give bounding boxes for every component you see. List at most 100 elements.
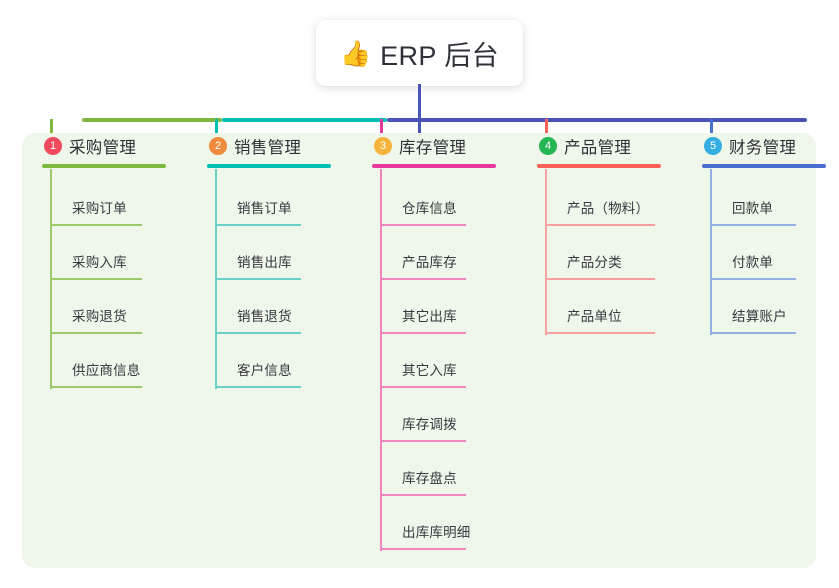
branch-underline	[42, 164, 166, 168]
branch-item-list: 销售订单销售出库销售退货客户信息	[207, 168, 357, 388]
branch-underline	[207, 164, 331, 168]
branch-item[interactable]: 库存调拨	[372, 388, 527, 442]
branch-title: 采购管理	[69, 139, 137, 157]
branch-item-label: 销售退货	[237, 309, 292, 324]
branch-item-label: 供应商信息	[72, 363, 141, 378]
branch-column-4: 4 产品管理产品（物料） 产品分类产品单位	[537, 133, 697, 335]
bus-segment-3	[387, 118, 807, 122]
branch-header-4[interactable]: 4 产品管理	[537, 133, 697, 159]
branch-number-badge: 2	[209, 137, 227, 155]
branch-item-underline	[710, 278, 796, 280]
branch-item[interactable]: 产品库存	[372, 226, 527, 280]
branch-number-badge: 5	[704, 137, 722, 155]
branch-item-list: 回款单付款单结算账户	[702, 168, 839, 334]
drop-connector-5	[710, 119, 713, 143]
branch-item-label: 其它出库	[402, 309, 457, 324]
root-node-card[interactable]: 👍 ERP 后台	[316, 20, 523, 86]
bus-segment-1	[82, 118, 222, 122]
branch-header-3[interactable]: 3 库存管理	[372, 133, 527, 159]
branch-spine	[380, 169, 382, 551]
branch-title: 产品管理	[564, 139, 632, 157]
branch-title: 销售管理	[234, 139, 302, 157]
branch-item[interactable]: 其它出库	[372, 280, 527, 334]
branch-column-2: 2 销售管理销售订单销售出库销售退货客户信息	[207, 133, 357, 389]
branch-item[interactable]: 销售订单	[207, 172, 357, 226]
branch-number-badge: 1	[44, 137, 62, 155]
branch-item-label: 仓库信息	[402, 201, 457, 216]
drop-connector-1	[50, 119, 53, 143]
branch-number-badge: 4	[539, 137, 557, 155]
branch-item-underline	[380, 224, 466, 226]
branch-title: 库存管理	[399, 139, 467, 157]
branch-underline	[537, 164, 661, 168]
branch-item-label: 销售出库	[237, 255, 292, 270]
branch-item-label: 采购订单	[72, 201, 127, 216]
branch-item[interactable]: 产品单位	[537, 280, 697, 334]
branch-column-5: 5 财务管理回款单付款单结算账户	[702, 133, 839, 335]
branch-header-5[interactable]: 5 财务管理	[702, 133, 839, 159]
branch-item[interactable]: 付款单	[702, 226, 839, 280]
branch-item-underline	[380, 494, 466, 496]
branch-item[interactable]: 出库库明细	[372, 496, 527, 550]
branch-number-badge: 3	[374, 137, 392, 155]
branch-item[interactable]: 销售出库	[207, 226, 357, 280]
branch-item-underline	[50, 278, 142, 280]
branch-item-label: 回款单	[732, 201, 774, 216]
branch-item[interactable]: 库存盘点	[372, 442, 527, 496]
branch-title: 财务管理	[729, 139, 797, 157]
branch-header-1[interactable]: 1 采购管理	[42, 133, 192, 159]
drop-connector-2	[215, 119, 218, 143]
branch-item[interactable]: 产品（物料）	[537, 172, 697, 226]
branch-item-label: 出库库明细	[402, 525, 471, 540]
branch-item-label: 库存调拨	[402, 417, 457, 432]
branch-item-label: 产品单位	[567, 309, 622, 324]
branch-item-label: 采购退货	[72, 309, 127, 324]
branch-item[interactable]: 供应商信息	[42, 334, 192, 388]
branch-item-label: 产品分类	[567, 255, 622, 270]
branch-item[interactable]: 回款单	[702, 172, 839, 226]
branch-item-underline	[380, 440, 466, 442]
branch-item[interactable]: 采购退货	[42, 280, 192, 334]
branch-item-label: 产品（物料）	[567, 201, 650, 216]
branch-item-list: 采购订单采购入库采购退货供应商信息	[42, 168, 192, 388]
branch-item-underline	[50, 386, 142, 388]
branch-item[interactable]: 产品分类	[537, 226, 697, 280]
branch-column-3: 3 库存管理仓库信息产品库存其它出库其它入库库存调拨库存盘点出库库明细	[372, 133, 527, 551]
branch-item-label: 采购入库	[72, 255, 127, 270]
root-node-title: ERP 后台	[380, 40, 500, 71]
branch-item[interactable]: 采购订单	[42, 172, 192, 226]
branch-spine	[50, 169, 52, 389]
drop-connector-3	[380, 119, 383, 143]
branch-item-list: 产品（物料） 产品分类产品单位	[537, 168, 697, 334]
branch-item[interactable]: 其它入库	[372, 334, 527, 388]
branch-item-underline	[380, 548, 466, 550]
branch-item-underline	[215, 332, 301, 334]
branch-spine	[545, 169, 547, 335]
branch-item-underline	[710, 224, 796, 226]
branch-item-underline	[380, 386, 466, 388]
branch-item[interactable]: 销售退货	[207, 280, 357, 334]
branch-underline	[702, 164, 826, 168]
branch-spine	[215, 169, 217, 389]
branch-spine	[710, 169, 712, 335]
branches-panel: 1 采购管理采购订单采购入库采购退货供应商信息 2 销售管理销售订单销售出库销售退货客…	[22, 133, 826, 568]
branch-item[interactable]: 结算账户	[702, 280, 839, 334]
branch-item-label: 付款单	[732, 255, 774, 270]
branch-item[interactable]: 客户信息	[207, 334, 357, 388]
trunk-connector	[418, 84, 421, 133]
branch-item-underline	[380, 278, 466, 280]
branch-item-label: 库存盘点	[402, 471, 457, 486]
branch-column-1: 1 采购管理采购订单采购入库采购退货供应商信息	[42, 133, 192, 389]
branch-header-2[interactable]: 2 销售管理	[207, 133, 357, 159]
branch-item-underline	[50, 332, 142, 334]
thumbs-up-icon: 👍	[339, 39, 372, 68]
branch-item-label: 客户信息	[237, 363, 292, 378]
branch-item-label: 产品库存	[402, 255, 457, 270]
branch-item-list: 仓库信息产品库存其它出库其它入库库存调拨库存盘点出库库明细	[372, 168, 527, 550]
branch-item-underline	[215, 386, 301, 388]
branch-item-underline	[380, 332, 466, 334]
branch-item[interactable]: 仓库信息	[372, 172, 527, 226]
branch-item-underline	[710, 332, 796, 334]
branch-item[interactable]: 采购入库	[42, 226, 192, 280]
